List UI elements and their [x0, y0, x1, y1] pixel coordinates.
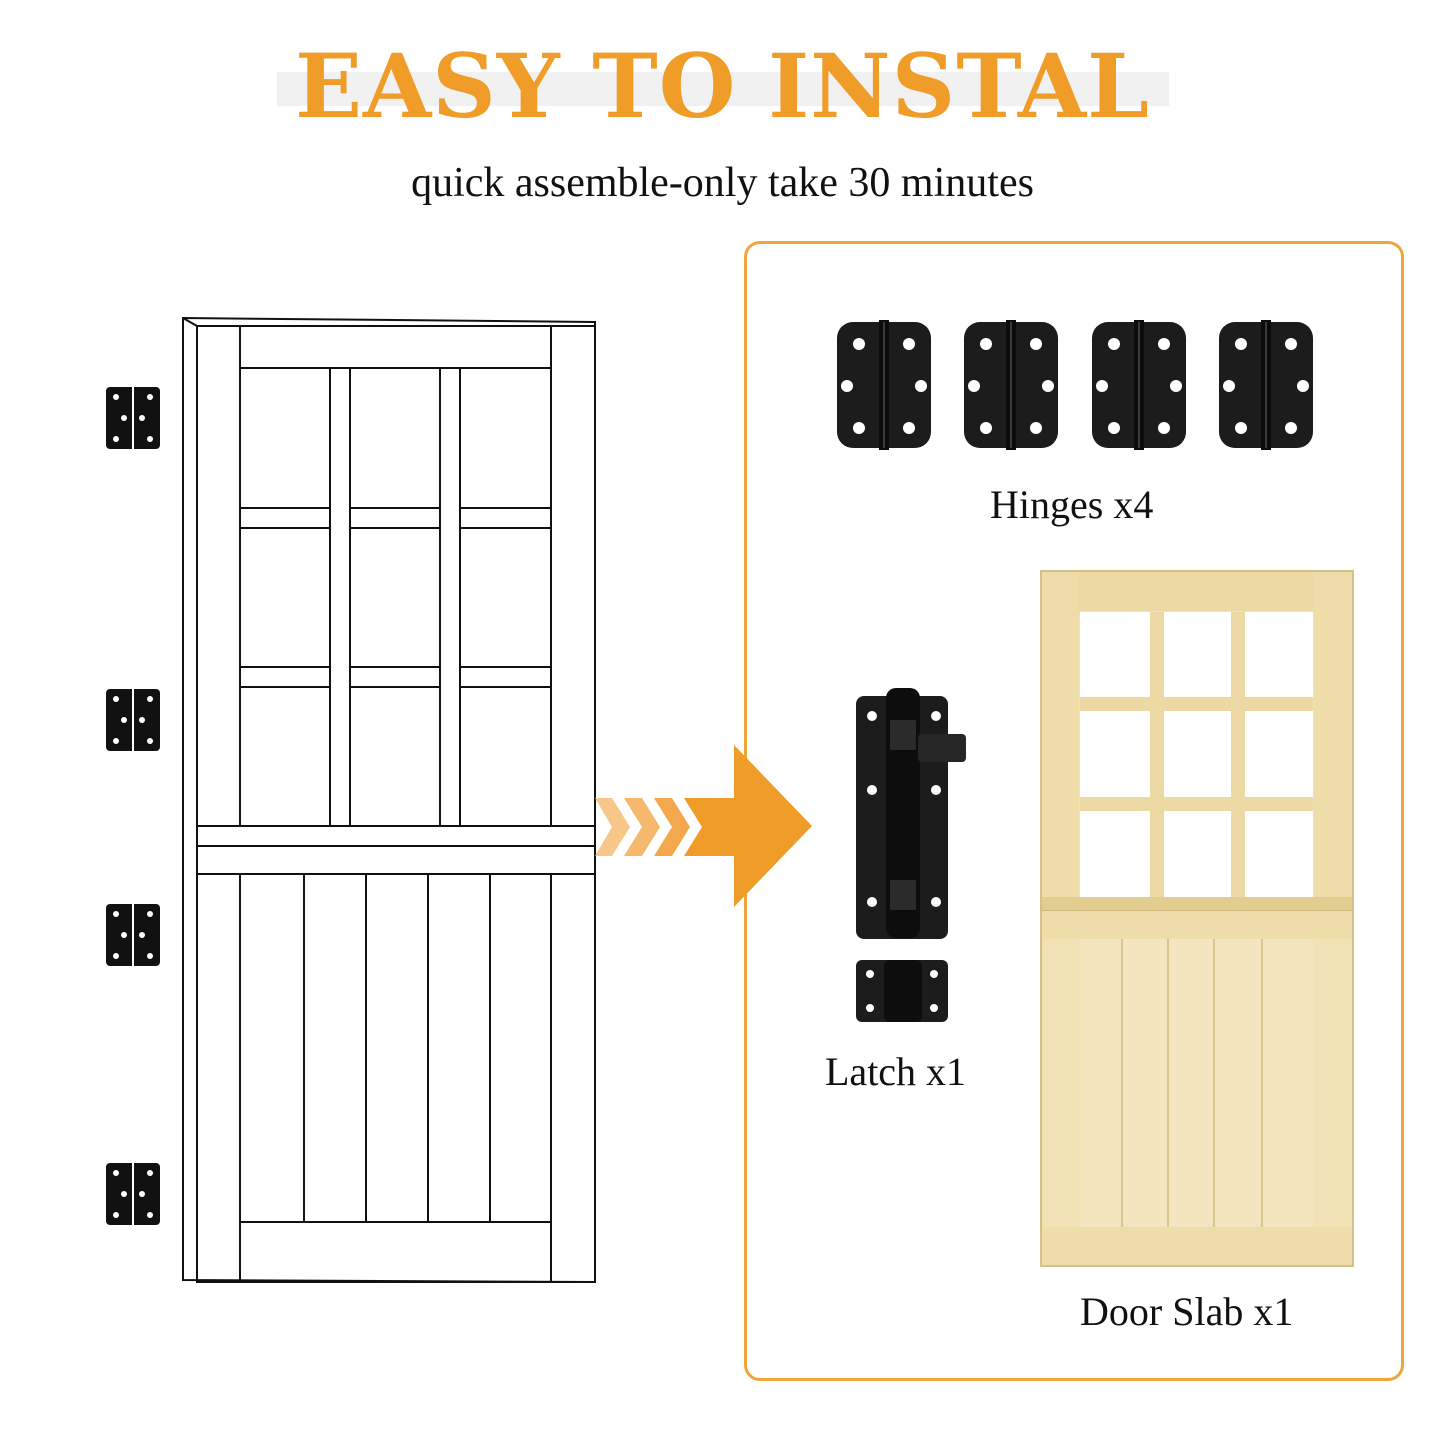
diagram-hinge-2-icon [105, 688, 161, 752]
door-diagram [182, 316, 596, 1284]
title-highlight-band [277, 72, 1169, 106]
latch-icon [856, 688, 966, 1022]
hinges-label: Hinges x4 [990, 482, 1154, 527]
diagram-hinge-1-icon [105, 386, 161, 450]
kit-hinge-4-icon [1218, 319, 1314, 451]
kit-hinge-3-icon [1091, 319, 1187, 451]
arrow-icon [595, 745, 812, 907]
kit-hinge-2-icon [963, 319, 1059, 451]
kit-hinge-1-icon [836, 319, 932, 451]
diagram-hinge-3-icon [105, 903, 161, 967]
page-subtitle: quick assemble-only take 30 minutes [411, 160, 1034, 206]
door-slab-image [1040, 570, 1354, 1267]
page-title: EASY TO INSTAL [294, 34, 1151, 138]
diagram-hinge-4-icon [105, 1162, 161, 1226]
door-slab-label: Door Slab x1 [1080, 1289, 1294, 1334]
latch-label: Latch x1 [825, 1049, 967, 1094]
